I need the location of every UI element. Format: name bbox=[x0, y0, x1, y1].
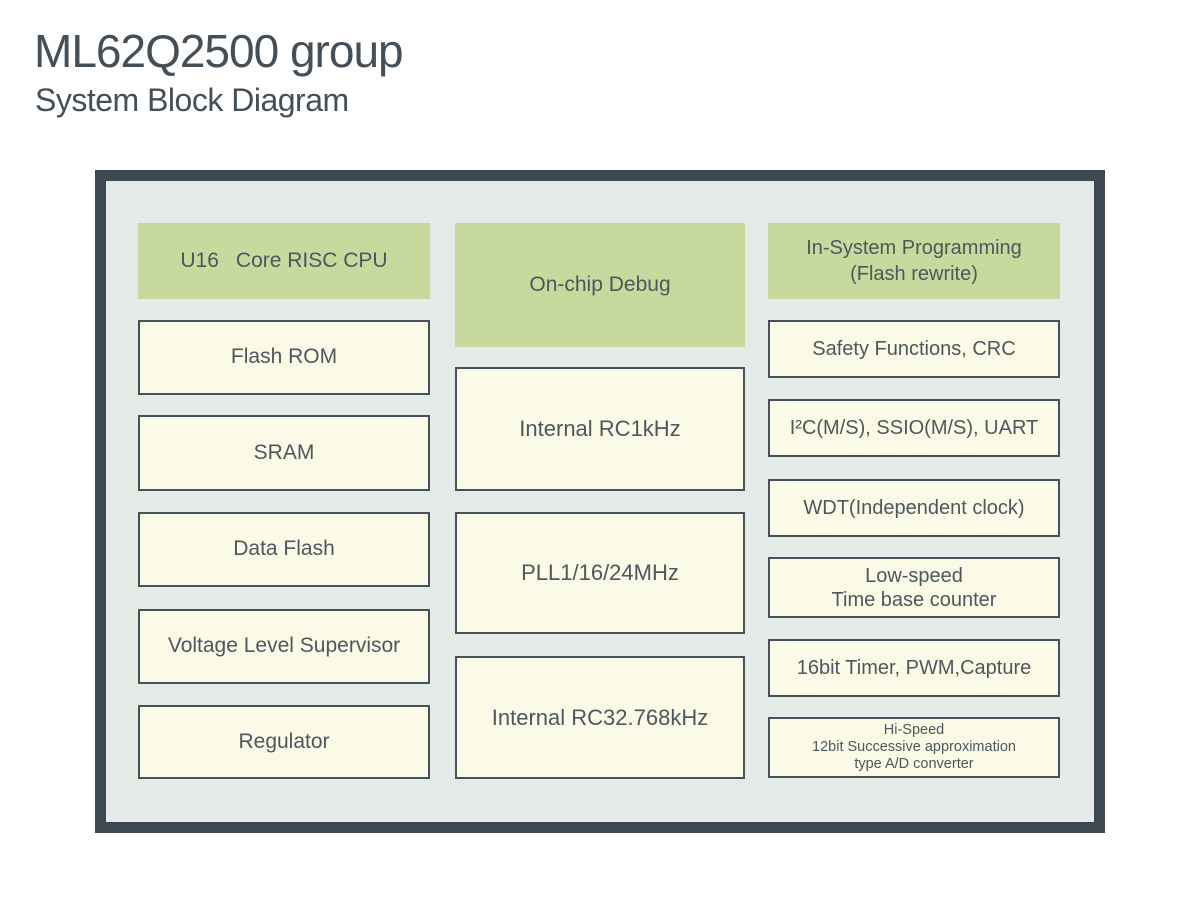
block-internal-rc1khz: Internal RC1kHz bbox=[455, 367, 745, 491]
block-label: Internal RC1kHz bbox=[519, 416, 681, 442]
block-label: 16bit Timer, PWM,Capture bbox=[796, 656, 1032, 679]
block-regulator: Regulator bbox=[138, 705, 430, 779]
block-label: Hi-Speed 12bit Successive approximation … bbox=[812, 721, 1016, 773]
page-title: ML62Q2500 group bbox=[34, 25, 404, 77]
block-flash-rom: Flash ROM bbox=[138, 320, 430, 395]
block-label: In-System Programming (Flash rewrite) bbox=[806, 237, 1022, 285]
block-label: I²C(M/S), SSIO(M/S), UART bbox=[789, 416, 1039, 439]
block-label: On-chip Debug bbox=[529, 272, 671, 296]
page-subtitle: System Block Diagram bbox=[35, 82, 349, 118]
block-pll: PLL1/16/24MHz bbox=[455, 512, 745, 634]
block-data-flash: Data Flash bbox=[138, 512, 430, 587]
block-label: Regulator bbox=[238, 729, 330, 753]
block-i2c-ssio-uart: I²C(M/S), SSIO(M/S), UART bbox=[768, 399, 1060, 457]
block-label: Data Flash bbox=[233, 537, 335, 561]
block-label: Voltage Level Supervisor bbox=[167, 634, 401, 658]
block-label: Safety Functions, CRC bbox=[812, 337, 1016, 360]
block-wdt: WDT(Independent clock) bbox=[768, 479, 1060, 537]
block-label: WDT(Independent clock) bbox=[803, 496, 1025, 519]
block-label: PLL1/16/24MHz bbox=[521, 560, 679, 586]
block-on-chip-debug: On-chip Debug bbox=[455, 223, 745, 347]
block-voltage-level-supervisor: Voltage Level Supervisor bbox=[138, 609, 430, 684]
block-core-risc-cpu: U16 Core RISC CPU bbox=[138, 223, 430, 299]
block-label: Low-speed Time base counter bbox=[831, 564, 997, 611]
block-label: SRAM bbox=[253, 440, 315, 464]
block-adc: Hi-Speed 12bit Successive approximation … bbox=[768, 717, 1060, 778]
chip-frame: U16 Core RISC CPU Flash ROM SRAM Data Fl… bbox=[95, 170, 1105, 833]
block-internal-rc32768khz: Internal RC32.768kHz bbox=[455, 656, 745, 779]
block-safety-functions-crc: Safety Functions, CRC bbox=[768, 320, 1060, 378]
block-label: Flash ROM bbox=[230, 345, 338, 369]
cpu-prefix: U16 bbox=[180, 248, 219, 272]
block-label: Internal RC32.768kHz bbox=[491, 704, 709, 730]
block-label: Core RISC CPU bbox=[235, 248, 388, 272]
block-in-system-programming: In-System Programming (Flash rewrite) bbox=[768, 223, 1060, 299]
block-low-speed-time-base-counter: Low-speed Time base counter bbox=[768, 557, 1060, 618]
block-16bit-timer-pwm-capture: 16bit Timer, PWM,Capture bbox=[768, 639, 1060, 697]
block-sram: SRAM bbox=[138, 415, 430, 491]
